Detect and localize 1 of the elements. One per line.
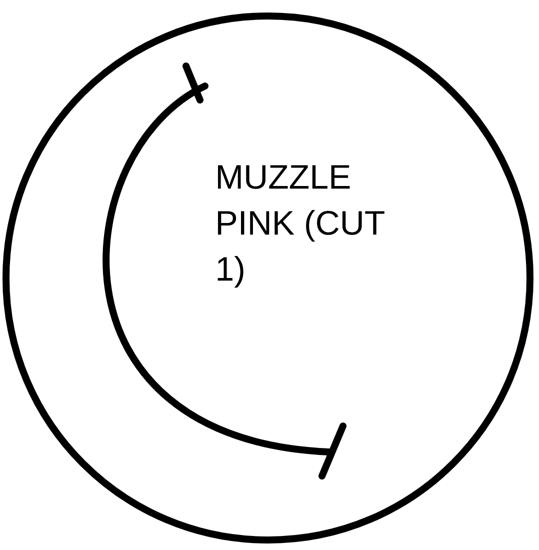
pattern-piece: MUZZLE PINK (CUT 1) (2, 12, 534, 544)
